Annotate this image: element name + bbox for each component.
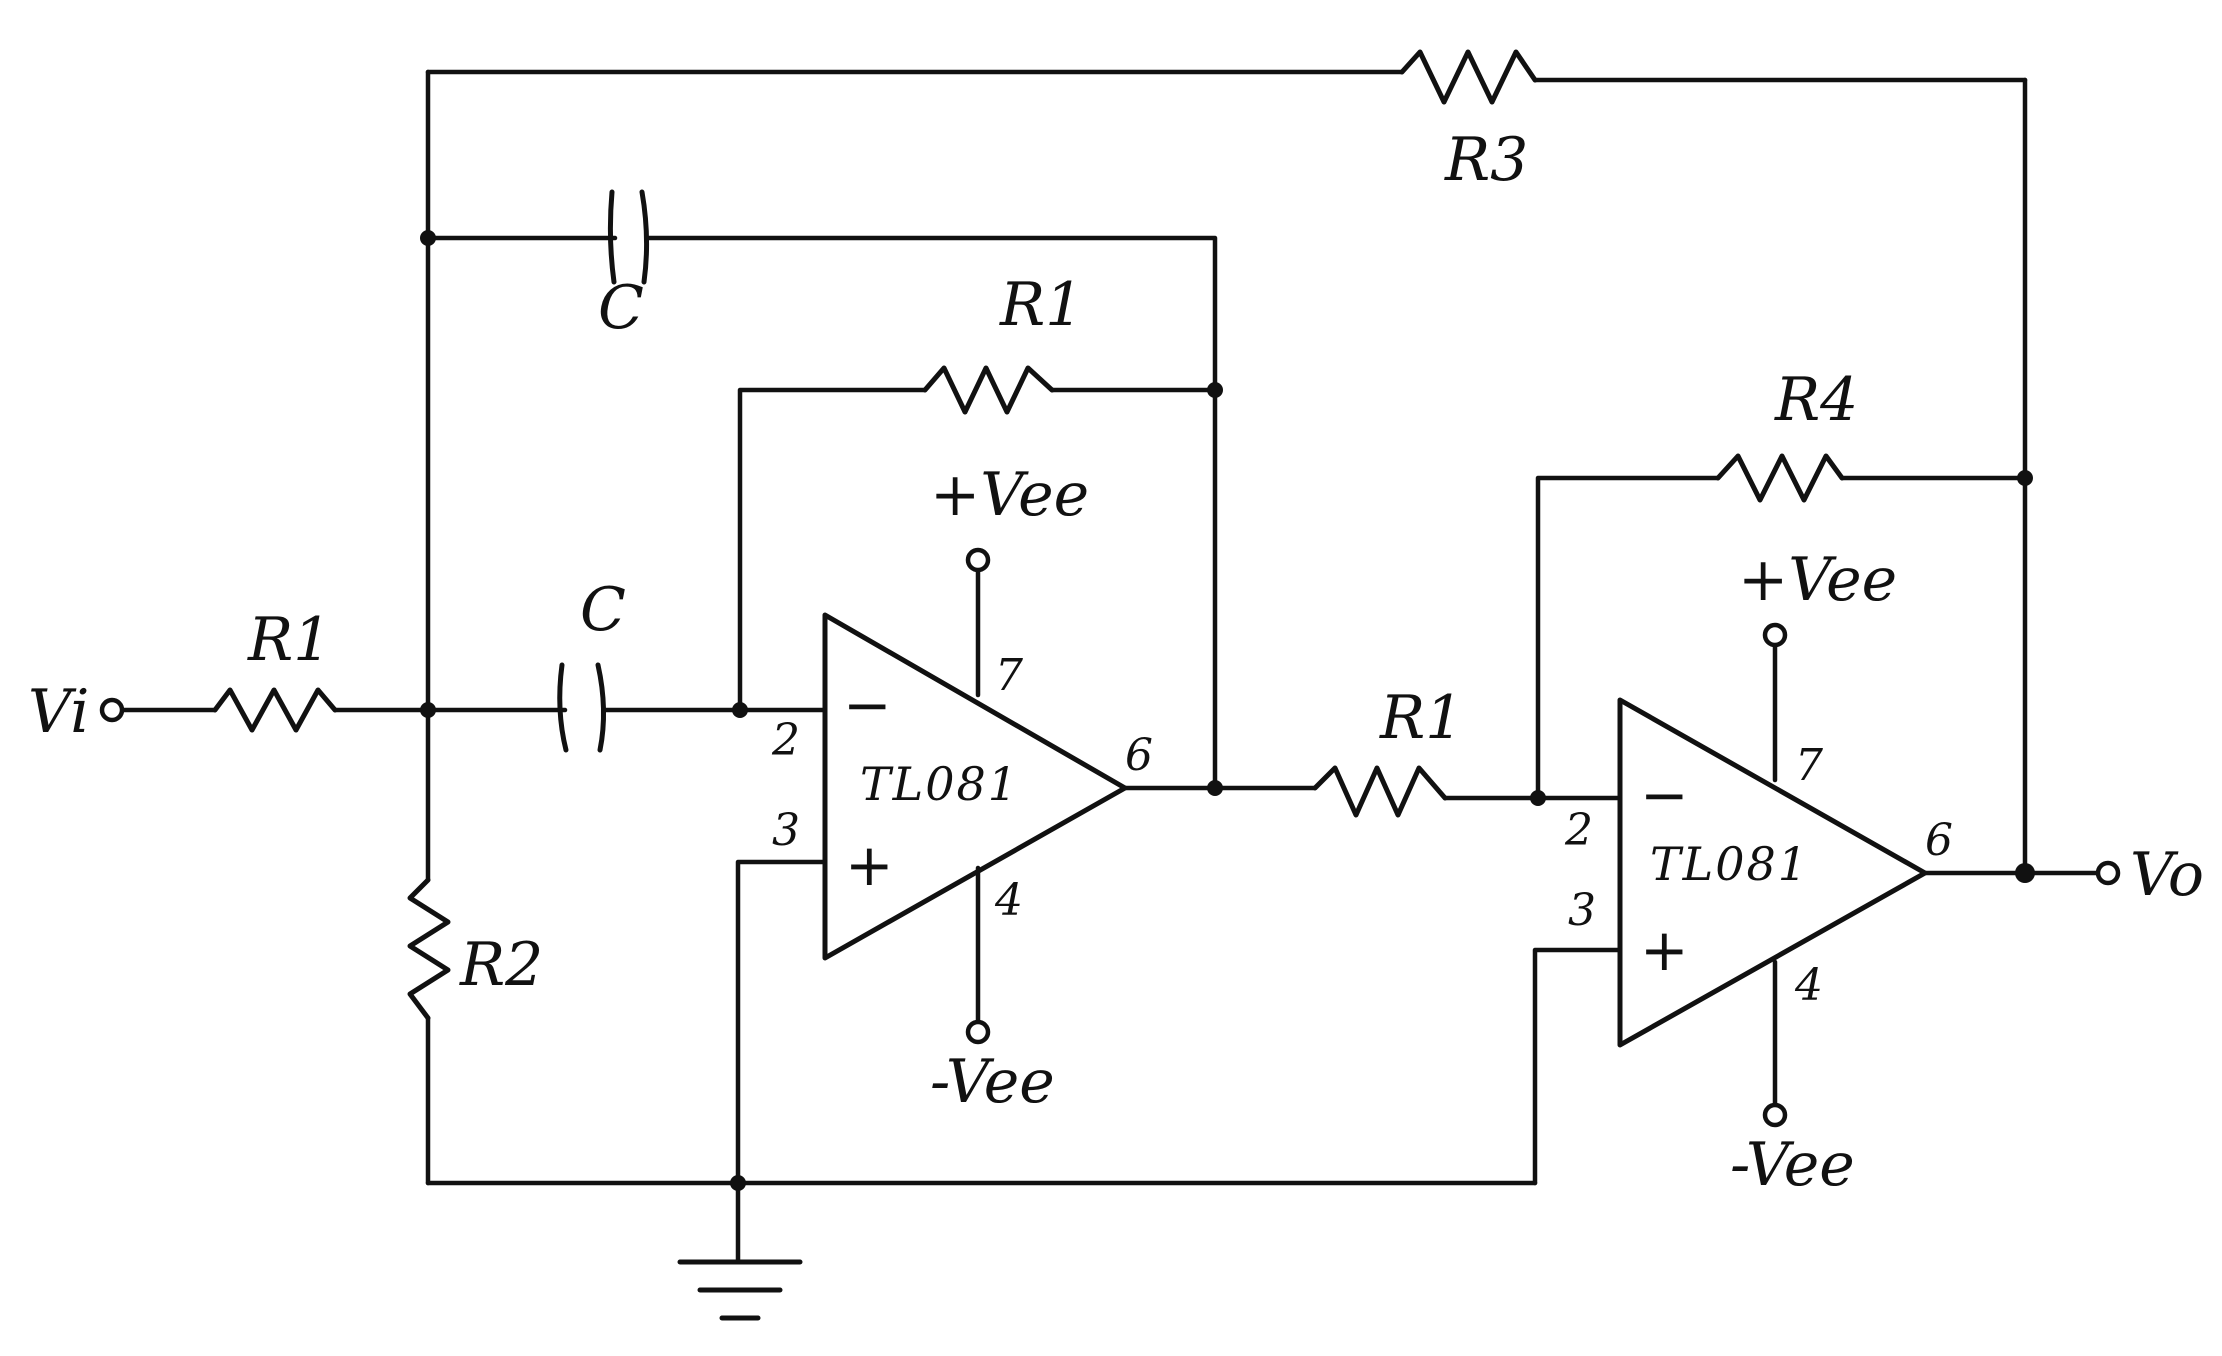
opamp1-pin-vneg: 4 (994, 875, 1023, 926)
junction-dot (730, 1175, 746, 1191)
wire-ground-to-noninv2 (1532, 947, 1623, 1186)
wire-ctop-right (645, 235, 1218, 791)
opamp2-minus-sign: − (1640, 761, 1689, 829)
capacitor-c-top (607, 189, 650, 285)
terminal-vneg1 (965, 1019, 991, 1045)
opamp2-pin-out: 6 (1925, 815, 1953, 866)
opamp1-triangle (822, 612, 1128, 961)
opamp2-pin-vpos: 7 (1795, 740, 1823, 791)
resistor-r4 (1715, 453, 1845, 503)
resistor-r1-stage2 (1312, 765, 1448, 818)
wires (119, 69, 2101, 1265)
opamp1-part-label: TL081 (860, 757, 1019, 811)
resistor-r1-feedback (922, 365, 1055, 415)
opamp2-pin-inv: 2 (1564, 805, 1593, 856)
opamp2-pin-vneg: 4 (1794, 960, 1823, 1011)
label-vi: Vi (28, 677, 89, 747)
opamp2-plus-sign: + (1640, 916, 1689, 984)
junction-dots (420, 230, 2035, 1191)
resistor-r3 (1399, 49, 1538, 105)
label-r3: R3 (1444, 125, 1528, 195)
junction-dot (2017, 470, 2033, 486)
opamp2-part-label: TL081 (1650, 837, 1809, 891)
wire-noninv1-to-ground (735, 859, 828, 1186)
junction-dot (732, 702, 748, 718)
opamp1-vneg-label: -Vee (930, 1047, 1055, 1117)
junction-dot (2015, 863, 2035, 883)
wire-r1fb-left (737, 387, 928, 713)
junction-dot (1207, 382, 1223, 398)
label-r1-stage2: R1 (1379, 683, 1463, 753)
opamp1-pin-out: 6 (1125, 730, 1153, 781)
ground-icon (677, 1259, 803, 1321)
terminal-vpos2 (1762, 622, 1788, 648)
label-r2: R2 (459, 930, 543, 1000)
opamp2-pin-noninv: 3 (1568, 885, 1596, 936)
terminal-vpos1 (965, 547, 991, 573)
label-c-top: C (598, 273, 644, 343)
opamp1-minus-sign: − (843, 671, 892, 739)
opamp1-pin-vpos: 7 (995, 650, 1023, 701)
terminal-vneg2 (1762, 1102, 1788, 1128)
label-r4: R4 (1774, 365, 1858, 435)
junction-dot (420, 702, 436, 718)
label-r-in: R1 (247, 605, 331, 675)
resistor-r-in (212, 687, 338, 733)
resistor-r2 (407, 877, 451, 1021)
capacitor-c-series (557, 662, 607, 753)
label-c-series: C (580, 575, 626, 645)
label-r1-feedback: R1 (999, 270, 1083, 340)
opamp2-triangle (1617, 697, 1928, 1048)
terminal-vi (99, 697, 125, 723)
wire-r4-left (1535, 475, 1721, 801)
opamp1-pin-inv: 2 (771, 715, 800, 766)
opamp1-pin-noninv: 3 (772, 805, 800, 856)
opamp1-plus-sign: + (845, 831, 894, 899)
opamp1-vpos-label: +Vee (930, 460, 1089, 530)
junction-dot (420, 230, 436, 246)
junction-dot (1207, 780, 1223, 796)
opamp2-vpos-label: +Vee (1738, 545, 1897, 615)
opamp2-vneg-label: -Vee (1730, 1130, 1855, 1200)
junction-dot (1530, 790, 1546, 806)
terminal-vo (2095, 860, 2121, 886)
label-vo: Vo (2130, 840, 2204, 910)
